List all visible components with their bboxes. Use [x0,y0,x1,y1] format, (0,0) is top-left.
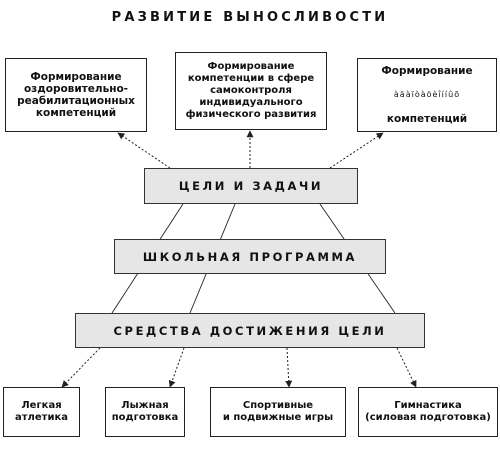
box-skiing: Лыжная подготовка [105,387,185,437]
box-adaptation-line1: Формирование [381,65,473,77]
arrow-means-to-b1 [61,347,101,388]
diagram-title: РАЗВИТИЕ ВЫНОСЛИВОСТИ [111,10,389,25]
box-gymnastics: Гимнастика (силовая подготовка) [358,387,498,437]
box-adaptation-line3: компетенций [386,113,468,125]
band-means: СРЕДСТВА ДОСТИЖЕНИЯ ЦЕЛИ [75,313,425,348]
box-self-control-competence: Формирование компетенции в сфере самокон… [175,52,327,130]
arrow-goals-to-box1 [117,132,171,169]
band-goals: ЦЕЛИ И ЗАДАЧИ [144,168,358,204]
arrow-goals-to-box3 [329,132,384,169]
arrow-means-to-b2 [168,347,185,388]
arrow-means-to-b3 [285,347,293,388]
box-adaptation-competence: Формирование àäàïòàöèîííûõ компетенций [357,58,497,132]
box-health-competence: Формирование оздоровительно- реабилитаци… [5,58,147,132]
band-program: ШКОЛЬНАЯ ПРОГРАММА [114,239,386,274]
box-athletics: Легкая атлетика [3,387,80,437]
arrow-means-to-b4 [396,347,417,388]
box-adaptation-line2: àäàïòàöèîííûõ [393,90,461,99]
box-sports-games: Спортивные и подвижные игры [210,387,346,437]
